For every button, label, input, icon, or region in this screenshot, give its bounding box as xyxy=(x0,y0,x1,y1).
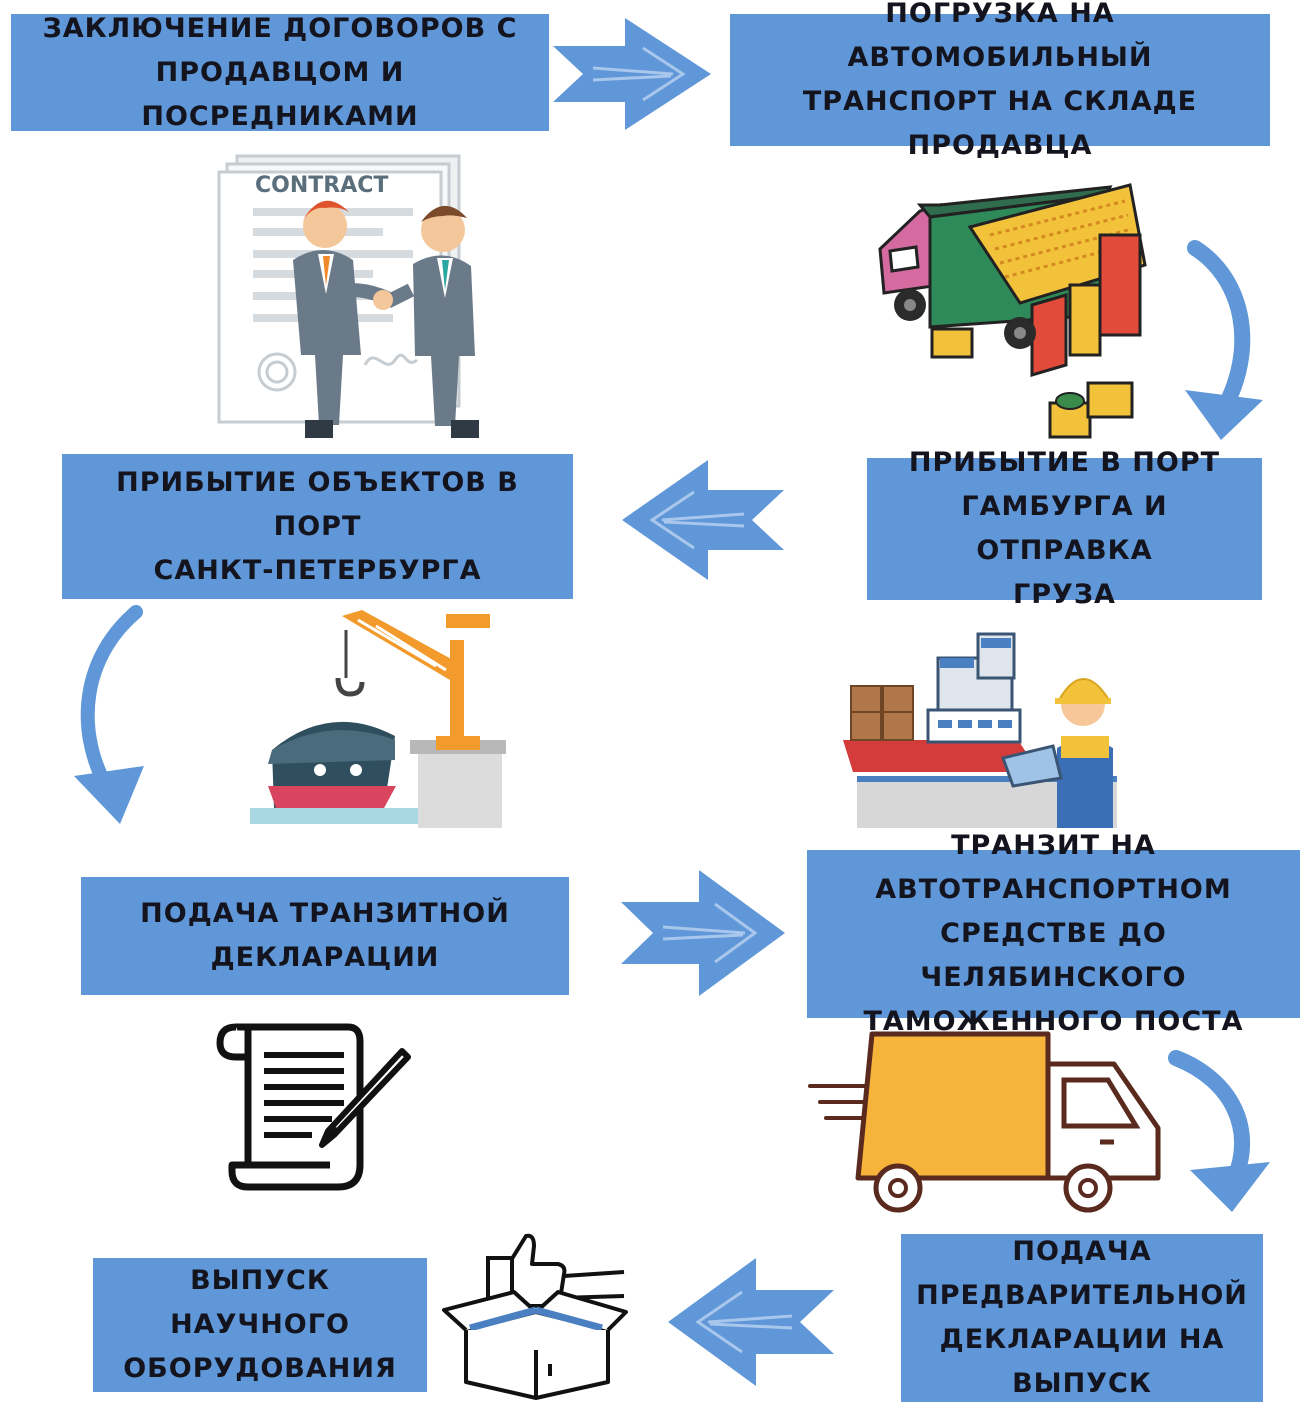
step-6-box: ТРАНЗИТ НА АВТОТРАНСПОРТНОМ СРЕДСТВЕ ДО … xyxy=(807,830,1300,1037)
step-2-text: ПОГРУЗКА НА АВТОМОБИЛЬНЫЙ ТРАНСПОРТ НА С… xyxy=(802,0,1198,161)
step-7-box: ПОДАЧА ПРЕДВАРИТЕЛЬНОЙ ДЕКЛАРАЦИИ НА ВЫП… xyxy=(901,1234,1263,1402)
step-5-text: ПОДАЧА ТРАНЗИТНОЙ ДЕКЛАРАЦИИ xyxy=(140,898,510,973)
port-crane-ship-icon xyxy=(250,610,506,828)
curved-arrow-down-1-icon xyxy=(1185,240,1263,440)
step-3-text: ПРИБЫТИЕ В ПОРТ ГАМБУРГА И ОТПРАВКА ГРУЗ… xyxy=(908,447,1221,610)
arrow-right-2-icon xyxy=(621,870,785,996)
contract-title: CONTRACT xyxy=(255,173,388,198)
curved-arrow-down-3-icon xyxy=(1168,1050,1270,1212)
box-thumbs-up-icon xyxy=(442,1233,628,1400)
curved-arrow-down-2-icon xyxy=(74,605,144,824)
contract-handshake-icon: CONTRACT xyxy=(217,154,479,438)
step-1-text: ЗАКЛЮЧЕНИЕ ДОГОВОРОВ С ПРОДАВЦОМ И ПОСРЕ… xyxy=(42,12,518,132)
step-2-box: ПОГРУЗКА НА АВТОМОБИЛЬНЫЙ ТРАНСПОРТ НА С… xyxy=(730,0,1270,161)
scroll-pen-icon xyxy=(216,1023,411,1191)
arrow-left-1-icon xyxy=(622,460,784,580)
step-6-text: ТРАНЗИТ НА АВТОТРАНСПОРТНОМ СРЕДСТВЕ ДО … xyxy=(863,830,1244,1037)
step-8-text: ВЫПУСК НАУЧНОГО ОБОРУДОВАНИЯ xyxy=(123,1265,397,1384)
step-8-box: ВЫПУСК НАУЧНОГО ОБОРУДОВАНИЯ xyxy=(93,1258,427,1392)
delivery-truck-icon xyxy=(808,1031,1161,1213)
arrow-left-2-icon xyxy=(668,1258,834,1386)
step-4-text: ПРИБЫТИЕ ОБЪЕКТОВ В ПОРТ САНКТ-ПЕТЕРБУРГ… xyxy=(116,466,519,586)
cargo-truck-icon xyxy=(878,183,1147,439)
step-7-text: ПОДАЧА ПРЕДВАРИТЕЛЬНОЙ ДЕКЛАРАЦИИ НА ВЫП… xyxy=(916,1236,1248,1399)
step-3-box: ПРИБЫТИЕ В ПОРТ ГАМБУРГА И ОТПРАВКА ГРУЗ… xyxy=(867,447,1262,610)
step-1-box: ЗАКЛЮЧЕНИЕ ДОГОВОРОВ С ПРОДАВЦОМ И ПОСРЕ… xyxy=(11,13,549,132)
arrow-right-1-icon xyxy=(553,18,711,130)
step-4-box: ПРИБЫТИЕ ОБЪЕКТОВ В ПОРТ САНКТ-ПЕТЕРБУРГ… xyxy=(62,454,573,599)
ship-worker-icon xyxy=(843,632,1117,828)
step-5-box: ПОДАЧА ТРАНЗИТНОЙ ДЕКЛАРАЦИИ xyxy=(81,877,569,995)
